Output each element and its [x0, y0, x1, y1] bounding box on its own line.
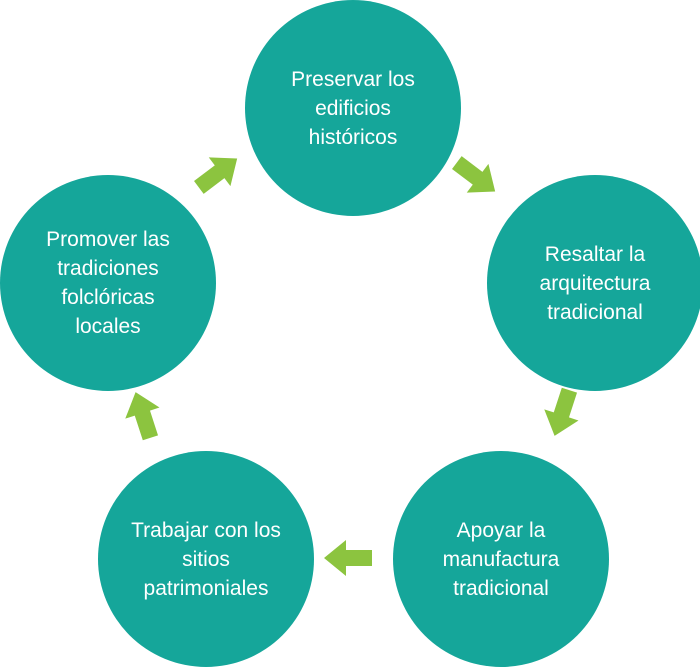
cycle-node-preservar: Preservar los edificios históricos	[245, 0, 461, 216]
cycle-arrow-3-to-4	[324, 540, 372, 576]
cycle-node-resaltar: Resaltar la arquitectura tradicional	[487, 175, 700, 391]
cycle-node-apoyar: Apoyar la manufactura tradicional	[393, 451, 609, 667]
node-label: Apoyar la manufactura tradicional	[442, 518, 560, 600]
node-label: Preservar los edificios históricos	[291, 67, 415, 149]
cycle-arrow-4-to-5	[125, 392, 160, 441]
cycle-node-trabajar: Trabajar con los sitios patrimoniales	[98, 451, 314, 667]
node-label: Promover las tradiciones folclóricas loc…	[46, 228, 170, 338]
node-label: Resaltar la arquitectura tradicional	[539, 242, 651, 324]
cycle-arrow-5-to-1	[194, 157, 238, 194]
cycle-node-promover: Promover las tradiciones folclóricas loc…	[0, 175, 216, 391]
node-label: Trabajar con los sitios patrimoniales	[131, 518, 281, 600]
cycle-arrow-2-to-3	[544, 387, 579, 436]
arrow-layer	[125, 156, 579, 576]
cycle-arrow-1-to-2	[452, 156, 496, 193]
